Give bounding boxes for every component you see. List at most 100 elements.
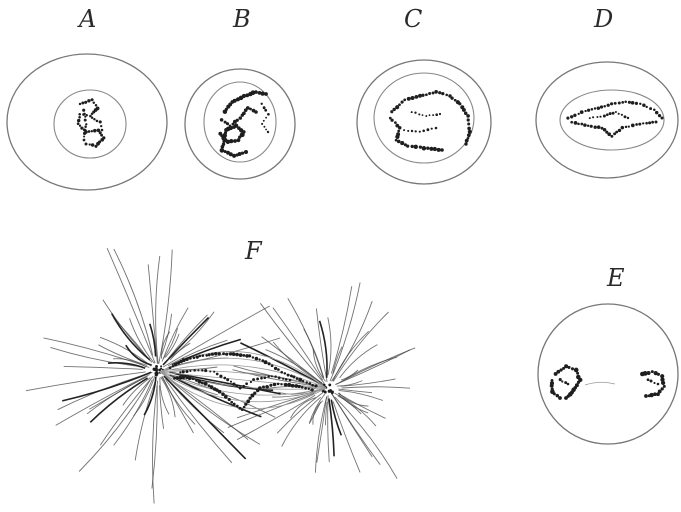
cell-f-spindle bbox=[25, 248, 416, 504]
chromatin-granule bbox=[92, 110, 96, 114]
aster-ray bbox=[272, 341, 323, 384]
chromosome-granule bbox=[583, 123, 587, 127]
chromosome-granule bbox=[217, 352, 221, 356]
chromosome-granule bbox=[596, 115, 599, 119]
chromosome-granule bbox=[653, 108, 656, 111]
cell-a-chromatin bbox=[76, 98, 106, 148]
chromosome-granule bbox=[213, 370, 216, 373]
chromosome-granule bbox=[653, 381, 656, 385]
chromosome-granule bbox=[245, 382, 248, 386]
chromatin-granule bbox=[78, 116, 81, 119]
chromosome-granule bbox=[260, 102, 263, 105]
chromosome-granule bbox=[261, 385, 266, 389]
aster-ray bbox=[316, 396, 328, 463]
aster-ray bbox=[129, 318, 155, 364]
chromosome-granule bbox=[463, 111, 468, 115]
chromosome-granule bbox=[559, 368, 563, 372]
chromosome-granule bbox=[586, 108, 591, 112]
chromatin-granule bbox=[94, 104, 98, 107]
chromosome-granule bbox=[222, 139, 226, 143]
aster-ray bbox=[55, 374, 150, 426]
aster-ray bbox=[89, 377, 149, 423]
chromosome-granule bbox=[248, 396, 252, 400]
aster-ray bbox=[328, 398, 335, 457]
aster-ray bbox=[159, 385, 165, 429]
chromatin-granule bbox=[82, 138, 86, 142]
chromatin-granule bbox=[84, 142, 88, 146]
chromosome-granule bbox=[236, 138, 241, 143]
chromosome-granule bbox=[388, 116, 392, 120]
chromosome-granule bbox=[413, 144, 418, 149]
chromatin-granule bbox=[94, 144, 98, 148]
chromosome-granule bbox=[549, 383, 554, 388]
chromosome-granule bbox=[621, 101, 625, 104]
chromosome-granule bbox=[308, 382, 312, 385]
aster-ray bbox=[332, 401, 361, 473]
aster-ray bbox=[169, 342, 191, 361]
chromatin-granule bbox=[78, 102, 82, 106]
chromosome-granule bbox=[555, 393, 560, 398]
chromosome-granule bbox=[586, 124, 590, 128]
chromosome-granule bbox=[564, 381, 568, 385]
cell-d-wall bbox=[535, 61, 679, 179]
cell-a-nucleus bbox=[53, 89, 127, 159]
aster-ray bbox=[134, 382, 156, 461]
chromatin-granule bbox=[95, 119, 99, 123]
chromosome-granule bbox=[602, 114, 606, 118]
chromosome-granule bbox=[577, 112, 580, 116]
chromosome-granule bbox=[314, 384, 318, 388]
chromosome-granule bbox=[467, 129, 472, 134]
chromosome-granule bbox=[210, 352, 214, 356]
aster-ray bbox=[272, 388, 323, 398]
aster-ray bbox=[164, 333, 180, 358]
chromosome-granule bbox=[440, 148, 444, 152]
chromosome-granule bbox=[280, 383, 283, 386]
chromosome-granule bbox=[286, 373, 290, 377]
chromosome-granule bbox=[656, 382, 660, 386]
spindle-fibre bbox=[159, 364, 327, 389]
chromatin-granule bbox=[90, 98, 94, 102]
chromosome-granule bbox=[410, 95, 415, 101]
aster-ray bbox=[332, 346, 343, 375]
aster-ray bbox=[113, 379, 153, 446]
chromosome-granule bbox=[292, 375, 296, 379]
chromosome-granule bbox=[646, 378, 650, 382]
chromosome-granule bbox=[277, 368, 280, 371]
centrosome-granule bbox=[153, 367, 156, 370]
chromosome-granule bbox=[580, 122, 584, 126]
chromosome-granule bbox=[651, 120, 654, 124]
chromosome-granule bbox=[653, 392, 657, 397]
chromosome-granule bbox=[576, 371, 580, 375]
chromosome-granule bbox=[403, 129, 406, 132]
chromosome-granule bbox=[195, 355, 199, 359]
chromosome-granule bbox=[297, 384, 301, 389]
spindle-fibre bbox=[159, 357, 327, 389]
aster-ray bbox=[98, 344, 148, 366]
chromosome-granule bbox=[171, 364, 175, 368]
cell-e bbox=[537, 303, 679, 445]
aster-ray bbox=[99, 376, 154, 446]
chromosome-granule bbox=[223, 120, 227, 124]
cell-c bbox=[356, 59, 492, 185]
aster-ray bbox=[303, 328, 325, 378]
chromosome-granule bbox=[232, 382, 236, 386]
chromosome-granule bbox=[648, 121, 652, 125]
spindle-fibre bbox=[159, 371, 327, 396]
chromosome-granule bbox=[195, 379, 198, 382]
aster-ray bbox=[330, 399, 343, 436]
panel-label-a: A bbox=[77, 5, 96, 33]
chromosome-granule bbox=[426, 128, 430, 132]
chromosome-granule bbox=[204, 369, 208, 373]
centrosome-granule bbox=[160, 367, 163, 370]
chromosome-granule bbox=[222, 352, 226, 356]
chromosome-granule bbox=[400, 100, 404, 104]
chromosome-granule bbox=[245, 354, 249, 358]
chromosome-granule bbox=[656, 392, 660, 397]
chromosome-granule bbox=[265, 116, 268, 119]
chromosome-granule bbox=[235, 384, 239, 388]
chromosome-granule bbox=[461, 107, 466, 112]
chromosome-granule bbox=[552, 392, 556, 396]
chromosome-granule bbox=[219, 374, 223, 378]
chromosome-granule bbox=[397, 126, 402, 130]
chromosome-granule bbox=[242, 405, 246, 409]
